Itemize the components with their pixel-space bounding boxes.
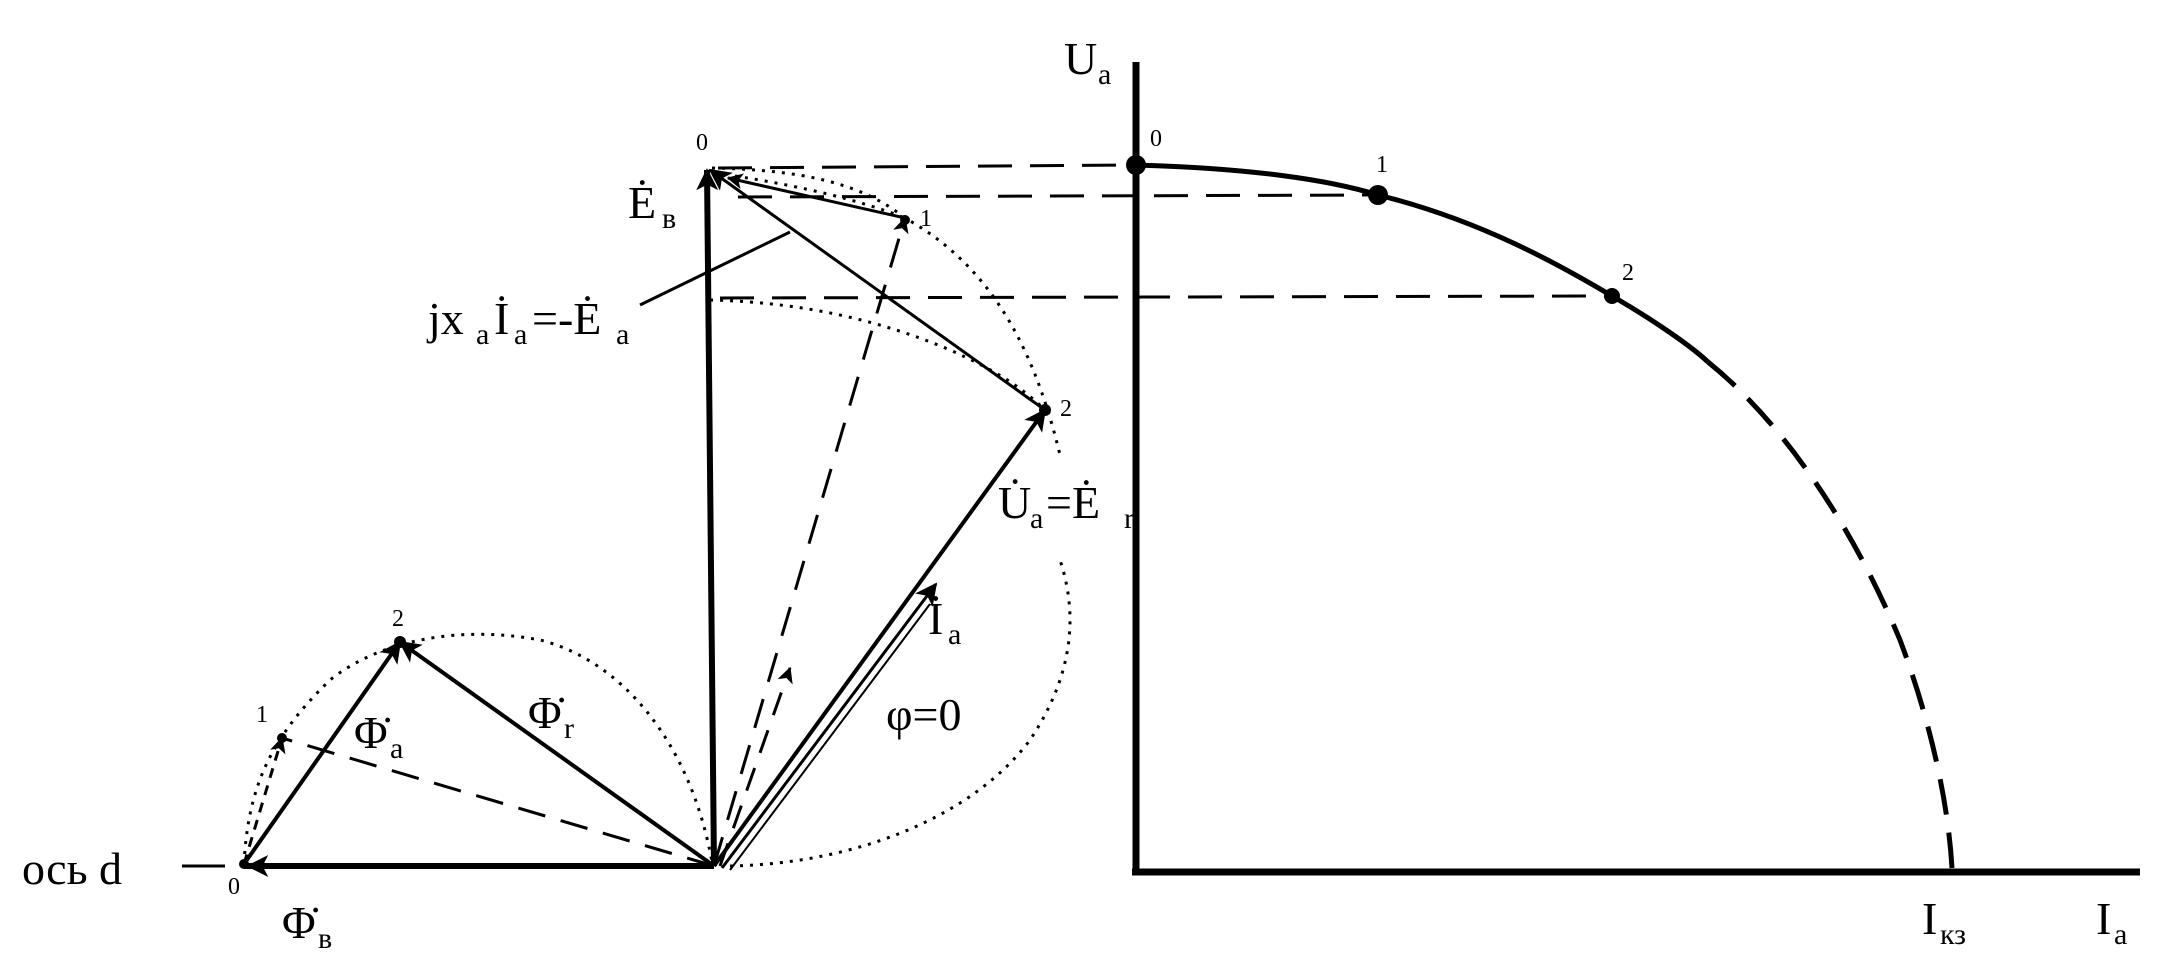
voltage-locus-dotted	[729, 559, 1072, 868]
ua-eq-label: =Ė	[1046, 477, 1100, 528]
phi-v-label: Φ̇	[282, 897, 319, 948]
phasor-point-2-label: 2	[392, 606, 404, 632]
curve-point-1	[1368, 185, 1388, 205]
e-v-label: Ė	[628, 177, 656, 228]
projection-2	[719, 294, 1613, 300]
e-v-subscript: в	[662, 202, 676, 235]
isc-subscript: кз	[1940, 918, 1966, 951]
projection-lines	[717, 163, 1613, 300]
ia-label: İ	[928, 593, 943, 644]
jx-label-sub1: a	[476, 318, 489, 351]
ua-vector	[712, 408, 1047, 868]
phasor-group	[182, 166, 1072, 877]
characteristic-curve-dashed	[1706, 360, 1955, 869]
ua-1-vector	[712, 216, 909, 867]
point-marker	[394, 636, 406, 648]
y-axis-subscript: a	[1098, 58, 1111, 91]
characteristic-curve-solid	[1135, 162, 1710, 364]
projection-1	[737, 193, 1379, 199]
ev-point-0-label: 0	[696, 130, 708, 156]
curve-point-1-label: 1	[1376, 152, 1388, 178]
er-subscript: r	[1124, 502, 1134, 535]
jx-label-i: İ	[494, 293, 509, 344]
phi-r-1-vector	[281, 736, 715, 868]
phi-a-label: Φ̇	[354, 707, 391, 758]
characteristic-graph	[1132, 62, 2140, 876]
phi-a-1-vector	[242, 736, 286, 865]
point-marker	[239, 859, 249, 869]
ia-vector-shadow	[729, 603, 931, 871]
projection-0	[717, 163, 1136, 170]
jx-ia-vector	[708, 168, 1046, 412]
phasor-point-1-label: 1	[256, 702, 268, 728]
jx-label-j: jx	[426, 293, 464, 344]
ia-vector	[720, 582, 938, 869]
characteristic-points	[1126, 155, 1620, 304]
phi-angle-label: φ=0	[886, 689, 962, 740]
phi-v-subscript: в	[318, 922, 332, 955]
ia-1-vector	[718, 666, 793, 867]
ua-subscript: a	[1030, 502, 1043, 535]
ev-locus-dotted	[711, 166, 1062, 456]
phi-r-label: Φ̇	[528, 687, 565, 738]
phi-a-vector	[242, 640, 402, 866]
y-axis-label: U	[1064, 33, 1097, 84]
curve-point-0	[1126, 155, 1146, 175]
curve-point-2	[1604, 288, 1620, 304]
point-marker	[277, 733, 287, 743]
curve-point-2-label: 2	[1622, 260, 1634, 286]
jx-label-sub2: a	[514, 318, 527, 351]
point-marker	[1039, 404, 1051, 416]
jx-leader-line	[639, 230, 791, 307]
x-axis-subscript: a	[2114, 918, 2127, 951]
phasor-points	[239, 215, 1051, 869]
jx-label-sub3: a	[616, 318, 629, 351]
ev-point-2-label: 2	[1060, 396, 1072, 422]
ia-subscript: a	[948, 618, 961, 651]
ua-label: U̇	[998, 477, 1031, 528]
phi-r-vector	[398, 640, 716, 868]
phasor-point-0-label: 0	[228, 874, 240, 900]
ev-level2-dotted	[709, 298, 1047, 412]
ev-point-1-label: 1	[920, 206, 932, 232]
e-v-vector	[696, 168, 719, 867]
isc-label: I	[1922, 893, 1937, 944]
jx-label-eq: =-Ė	[532, 293, 601, 344]
phi-r-subscript: r	[564, 712, 574, 745]
axis-d-label: ось d	[22, 843, 122, 894]
x-axis-label: I	[2096, 893, 2111, 944]
flux-locus-dotted	[242, 632, 714, 865]
curve-point-0-label: 0	[1150, 126, 1162, 152]
phi-a-subscript: a	[390, 732, 403, 765]
point-marker	[900, 215, 910, 225]
